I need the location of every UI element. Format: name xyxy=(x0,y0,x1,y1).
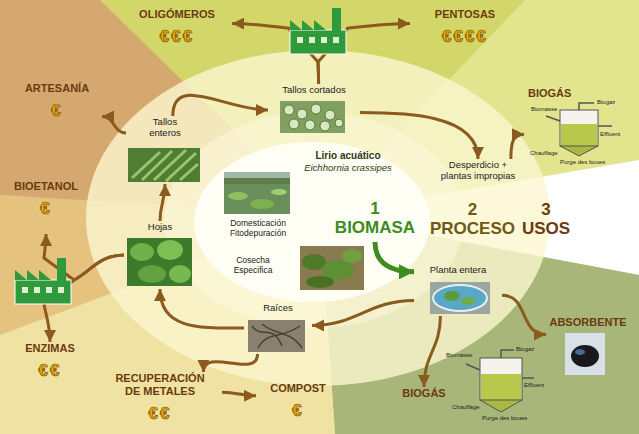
node-text: Hojas xyxy=(148,221,172,232)
value-rating: € xyxy=(51,101,62,121)
field-photo xyxy=(300,246,364,290)
node-text: Lirio acuático xyxy=(315,150,380,162)
node-text: COMPOST xyxy=(270,382,326,395)
flow-arrow xyxy=(203,354,257,372)
node-text: Desperdicio + plantas impropias xyxy=(433,159,523,181)
flow-arrow xyxy=(173,95,268,116)
use-item: COMPOST € xyxy=(256,382,340,428)
center-note: Domesticación Fitodepuración xyxy=(218,218,298,238)
use-item: OLIGÓMEROS €€€ xyxy=(122,8,232,60)
waste-box: Desperdicio + plantas impropias xyxy=(431,159,525,191)
use-item: PENTOSAS €€€€ xyxy=(410,8,520,60)
use-item: ABSORBENTE xyxy=(546,316,630,378)
flow-arrow xyxy=(160,184,165,221)
whole-stems-photo xyxy=(128,148,200,182)
value-rating: €€ xyxy=(39,361,62,381)
node-text: PENTOSAS xyxy=(435,8,495,21)
digester-symbol xyxy=(466,350,534,412)
node-text: RECUPERACIÓN DE METALES xyxy=(110,372,210,398)
stage-heading: 1 BIOMASA xyxy=(333,196,418,242)
use-item: ARTESANÍA € xyxy=(12,82,102,128)
use-item: ENZIMAS €€ xyxy=(8,342,92,388)
digester-label: Biogaz xyxy=(597,99,615,106)
digester-label: Effluent xyxy=(524,382,544,389)
value-rating: € xyxy=(40,199,51,219)
process-ring xyxy=(86,50,550,386)
digester-label: Chauffage xyxy=(452,404,480,411)
flow-arrow xyxy=(375,242,414,272)
absorbent-photo xyxy=(565,333,605,375)
cut-stems-photo xyxy=(280,101,345,133)
center-note: Cosecha Especifica xyxy=(222,255,284,275)
factory-icon xyxy=(290,8,346,54)
digester-label: Biogaz xyxy=(516,346,534,353)
node-text: Tallos cortados xyxy=(282,84,345,95)
digester-label: Biomasse xyxy=(531,106,557,113)
stage-heading: 2 PROCESO xyxy=(430,200,515,238)
roots-photo xyxy=(248,320,305,352)
flow-arrow xyxy=(160,289,244,328)
node-text: Tallos enteros xyxy=(142,116,188,138)
node-text: BIOGÁS xyxy=(528,87,571,100)
flow-arrow xyxy=(312,300,414,325)
digester-label: Chauffage xyxy=(530,150,558,157)
node-text: BIOGÁS xyxy=(402,387,445,400)
water-photo xyxy=(224,172,290,214)
digester-label: Purge des boues xyxy=(482,415,527,422)
node-text: ARTESANÍA xyxy=(25,82,89,95)
value-rating: €€€€ xyxy=(442,27,488,47)
flow-arrow xyxy=(102,117,126,134)
biomass-part: Raíces xyxy=(244,302,312,354)
biomass-part: Hojas xyxy=(124,221,196,289)
node-text: ENZIMAS xyxy=(25,342,75,355)
node-text: 1 BIOMASA xyxy=(335,199,415,237)
biomass-part: Tallos enteros xyxy=(126,116,204,184)
center-title: Lirio acuáticoEichhornia crassipes xyxy=(296,150,400,180)
whole-plant-photo xyxy=(430,282,490,314)
flow-arrow xyxy=(424,316,440,387)
node-text: Eichhornia crassipes xyxy=(304,162,392,174)
digester-label: Biomasse xyxy=(446,352,472,359)
node-text: OLIGÓMEROS xyxy=(139,8,215,21)
digester-label: Effluent xyxy=(600,131,620,138)
biomass-part: Planta entera xyxy=(414,264,502,316)
value-rating: €€€ xyxy=(160,27,194,47)
stage-heading: 3 USOS xyxy=(522,200,570,238)
digester-label: Purge des boues xyxy=(560,159,605,166)
node-text: Planta entera xyxy=(430,264,487,275)
use-item: BIOETANOL € xyxy=(4,180,88,234)
value-rating: €€ xyxy=(149,404,172,424)
flow-arrow xyxy=(222,392,256,396)
factory-icon xyxy=(15,258,71,304)
use-item: RECUPERACIÓN DE METALES €€ xyxy=(98,372,222,430)
biomass-part: Tallos cortados xyxy=(268,84,360,136)
flow-arrow xyxy=(511,134,524,159)
use-item: BIOGÁS xyxy=(396,387,452,405)
value-rating: € xyxy=(292,401,303,421)
node-text: BIOETANOL xyxy=(14,180,78,193)
flow-arrow xyxy=(502,295,546,334)
node-text: Raíces xyxy=(263,302,293,313)
node-text: ABSORBENTE xyxy=(549,316,626,329)
leaves-photo xyxy=(127,238,192,286)
